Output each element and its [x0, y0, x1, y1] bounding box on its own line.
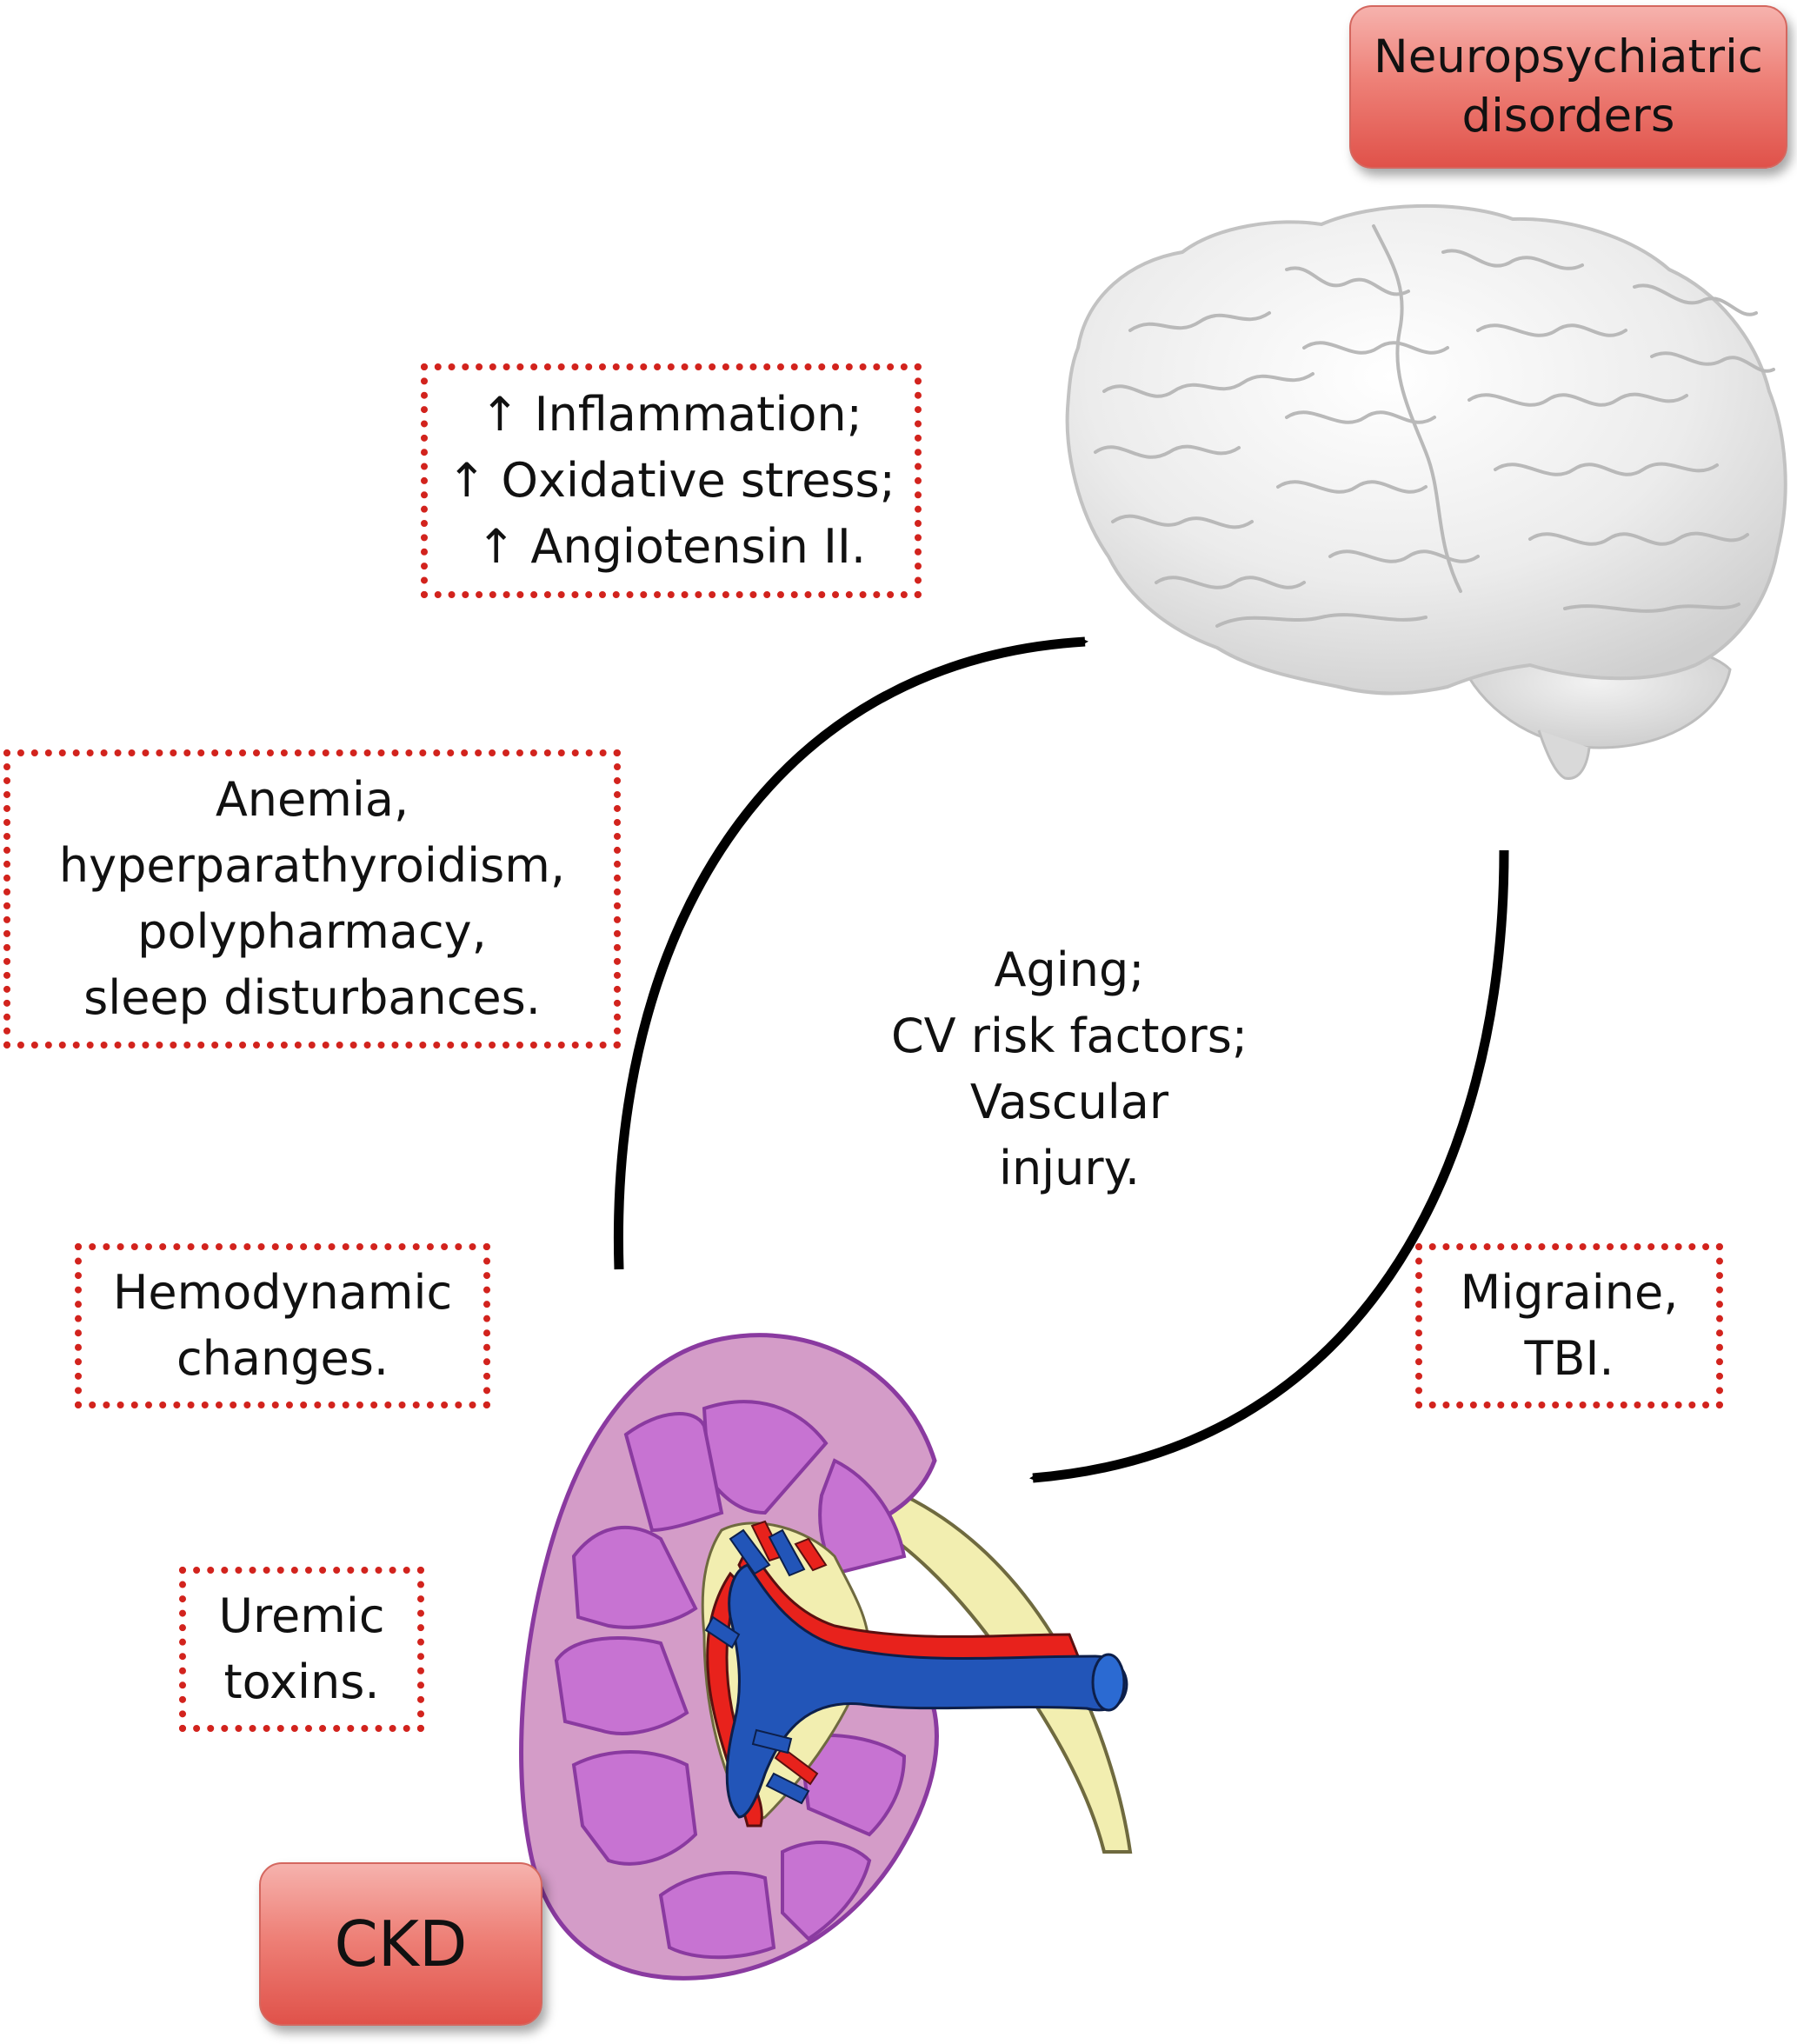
factor-line: TBI. — [1524, 1331, 1614, 1386]
factor-box-migraine: Migraine, TBI. — [1415, 1243, 1723, 1408]
factor-box-uremic: Uremic toxins. — [179, 1567, 424, 1732]
factor-line: Vascular — [969, 1075, 1169, 1129]
factor-line: ↑ Angiotensin II. — [476, 519, 867, 574]
factor-line: Hemodynamic — [112, 1265, 453, 1320]
arrow-brain-to-ckd — [1029, 849, 1509, 1483]
node-ckd: CKD — [259, 1862, 542, 2026]
node-label-line: Neuropsychiatric — [1374, 30, 1763, 83]
arrow-ckd-to-brain — [613, 636, 1088, 1270]
factor-line: Anemia, — [215, 772, 409, 827]
factor-line: injury. — [998, 1141, 1141, 1195]
factor-line: Migraine, — [1460, 1265, 1679, 1320]
factor-line: changes. — [176, 1331, 389, 1386]
factor-line: Uremic — [218, 1588, 385, 1643]
factor-line: Aging; — [994, 942, 1145, 997]
node-neuropsychiatric-disorders: Neuropsychiatric disorders — [1349, 5, 1787, 169]
factor-line: polypharmacy, — [137, 904, 487, 959]
factor-line: toxins. — [223, 1655, 380, 1709]
node-label-line: disorders — [1461, 90, 1675, 143]
shared-risk-factors: Aging; CV risk factors; Vascular injury. — [869, 937, 1269, 1202]
brain-illustration — [1065, 203, 1787, 780]
factor-line: ↑ Inflammation; — [480, 387, 862, 442]
kidney-illustration — [519, 1333, 1133, 1981]
factor-box-anemia: Anemia, hyperparathyroidism, polypharmac… — [3, 749, 621, 1049]
factor-box-hemodynamic: Hemodynamic changes. — [75, 1243, 490, 1408]
factor-line: CV risk factors; — [890, 1009, 1248, 1063]
factor-line: ↑ Oxidative stress; — [447, 453, 895, 508]
arrows — [613, 636, 1509, 1483]
factor-line: hyperparathyroidism, — [58, 838, 566, 893]
factor-box-mechanisms: ↑ Inflammation; ↑ Oxidative stress; ↑ An… — [421, 363, 922, 598]
node-label: CKD — [334, 1908, 468, 1981]
factor-line: sleep disturbances. — [83, 970, 541, 1025]
